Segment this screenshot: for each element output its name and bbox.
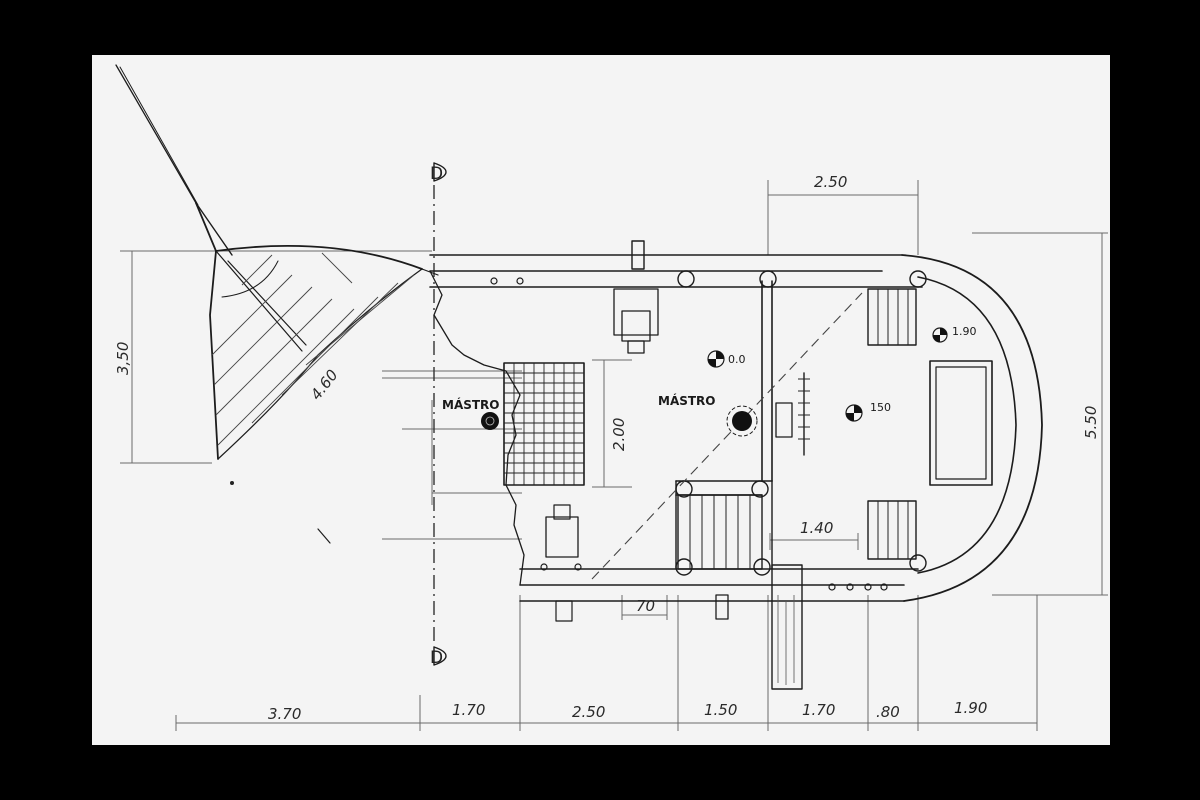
bunk xyxy=(929,360,993,486)
posts xyxy=(490,270,927,591)
dim-bottom-6: 1.90 xyxy=(954,699,987,717)
dimension-lines xyxy=(120,180,1108,731)
dim-mid-2-00: 2.00 xyxy=(610,418,628,451)
sail-fan xyxy=(115,64,423,544)
label-level-190: 1.90 xyxy=(952,325,977,338)
dim-inner-1-40: 1.40 xyxy=(800,519,833,537)
dim-bottom-0: 3.70 xyxy=(268,705,301,723)
winch-assembly xyxy=(775,372,810,456)
stairs-upper-right xyxy=(867,288,917,346)
section-cut-line xyxy=(433,162,447,666)
label-level-0-0: 0.0 xyxy=(728,353,746,366)
label-level-150: 150 xyxy=(870,401,891,414)
section-marks: D D xyxy=(430,164,443,668)
grating xyxy=(503,362,585,486)
dim-bottom-2: 2.50 xyxy=(572,703,605,721)
dim-bottom-3: 1.50 xyxy=(704,701,737,719)
section-mark-bottom: D xyxy=(430,648,443,668)
dim-right-5-50: 5.50 xyxy=(1082,406,1100,439)
dim-diag-4-60: 4.60 xyxy=(307,366,342,403)
section-mark-top: D xyxy=(430,164,443,184)
hatch-top xyxy=(613,288,659,354)
hull-walls xyxy=(421,254,1043,602)
dim-top-2-50: 2.50 xyxy=(814,173,847,191)
dim-left-3-50: 3,50 xyxy=(114,342,132,375)
label-mastro-left: MÁSTRO xyxy=(442,397,500,412)
interior-walls xyxy=(675,280,773,570)
stairs-lower-right xyxy=(867,500,917,560)
room-labels: MÁSTRO MÁSTRO 0.0 150 1.90 xyxy=(442,325,977,414)
pump-lower-left xyxy=(545,504,579,622)
level-markers xyxy=(707,327,948,422)
mast-markers xyxy=(481,405,758,437)
drawing-sheet: 2.50 3,50 4.60 5.50 2.00 1.40 70 3.70 1.… xyxy=(92,55,1110,745)
dim-inner-70: 70 xyxy=(636,597,655,615)
lower-post xyxy=(715,564,803,690)
stairs-lower-center xyxy=(677,494,763,570)
dim-bottom-4: 1.70 xyxy=(802,701,835,719)
dim-bottom-1: 1.70 xyxy=(452,701,485,719)
floor-plan-drawing: 2.50 3,50 4.60 5.50 2.00 1.40 70 3.70 1.… xyxy=(114,64,1108,731)
label-mastro-center: MÁSTRO xyxy=(658,393,716,408)
diagonal-dashed xyxy=(591,292,863,580)
dim-bottom-5: .80 xyxy=(876,703,900,721)
top-stanchion xyxy=(631,240,645,270)
